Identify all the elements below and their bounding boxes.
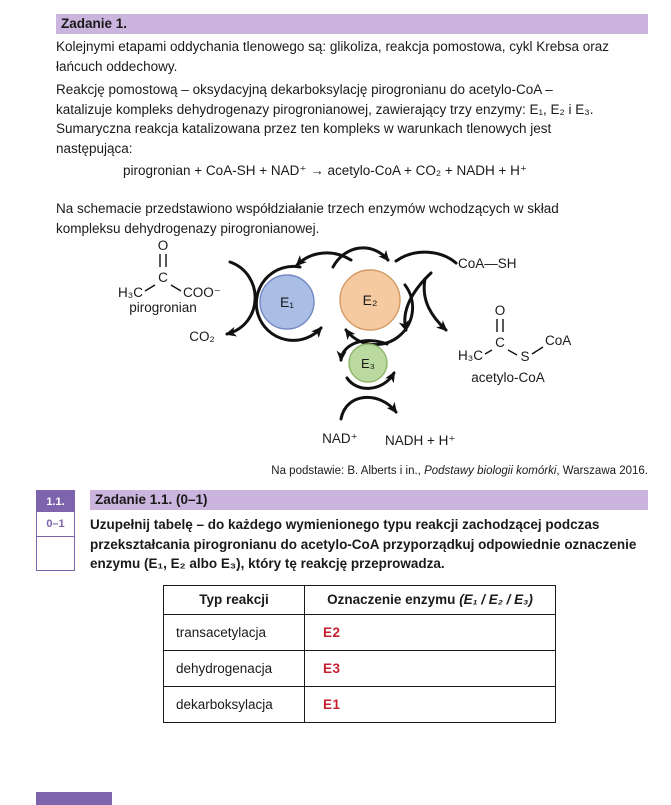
acetyl-name-label: acetylo-CoA: [471, 370, 545, 385]
reaction-arrows: [225, 246, 458, 421]
coa-sh-label: CoA—SH: [458, 256, 517, 271]
column-header-reaction-type: Typ reakcji: [163, 585, 305, 615]
enzyme-e3-label: E₃: [361, 356, 375, 371]
table-header-row: Typ reakcji Oznaczenie enzymu (E₁ / E₂ /…: [163, 585, 556, 615]
text-line: Na schemacie przedstawiono współdziałani…: [56, 201, 559, 216]
enzyme-header-options: (E₁ / E₂ / E₃): [459, 592, 533, 608]
score-entry-box: [36, 537, 75, 571]
acetyl-coa-label: CoA: [545, 333, 571, 348]
arrow-e3-ring-left: [336, 339, 389, 362]
column-header-enzyme: Oznaczenie enzymu (E₁ / E₂ / E₃): [304, 585, 556, 615]
acetyl-c-label: C: [495, 335, 505, 350]
enzyme-answer-cell[interactable]: E2: [304, 614, 556, 651]
pyruvate-name-label: pirogronian: [129, 300, 197, 315]
citation-prefix: Na podstawie: B. Alberts i in.,: [271, 465, 425, 477]
table-row: dekarboksylacja E1: [163, 686, 556, 723]
co2-label: CO₂: [189, 329, 215, 344]
answer-table: Typ reakcji Oznaczenie enzymu (E₁ / E₂ /…: [163, 585, 556, 723]
task-number-tab: 1.1.: [36, 490, 75, 512]
enzyme-e3-circle: [348, 343, 388, 383]
arrow-to-acetyl-coa: [422, 277, 448, 332]
text-line: Sumaryczna reakcja katalizowana przez te…: [56, 121, 552, 136]
pyruvate-coo-label: COO⁻: [183, 285, 221, 300]
text-line: katalizuje kompleks dehydrogenazy pirogr…: [56, 101, 594, 117]
enzyme-complex-diagram: O C H₃C COO⁻ pirogronian CO₂ CoA—SH O C …: [0, 238, 671, 476]
enzyme-header-text: Oznaczenie enzymu: [327, 592, 460, 608]
enzyme-answer-cell[interactable]: E3: [304, 650, 556, 687]
task1-paragraph-1: Kolejnymi etapami oddychania tlenowego s…: [56, 37, 609, 76]
acetyl-s-label: S: [520, 349, 529, 364]
text-line: enzymu (E₁, E₂ albo E₃), który tę reakcj…: [90, 556, 445, 571]
citation-suffix: , Warszawa 2016.: [556, 465, 648, 477]
acetyl-coa-structure: O C H₃C S CoA acetylo-CoA: [458, 303, 571, 385]
nad-label: NAD⁺: [322, 431, 358, 446]
task1-paragraph-2: Reakcję pomostową – oksydacyjną dekarbok…: [56, 80, 594, 158]
arrow-pyruvate-to-co2: [225, 260, 257, 337]
next-task-tab-sliver: [36, 792, 112, 805]
acetyl-o-label: O: [495, 303, 506, 318]
arrow-nad-to-nadh: [339, 396, 398, 421]
pyruvate-h3c-label: H₃C: [118, 285, 143, 300]
task11-sidebar: 1.1. 0–1: [36, 490, 75, 571]
pyruvate-structure: O C H₃C COO⁻ pirogronian: [118, 238, 221, 315]
arrow-over-e2: [331, 246, 390, 269]
pyruvate-o-label: O: [158, 240, 169, 253]
citation-title: Podstawy biologii komórki: [424, 465, 557, 477]
reaction-type-cell: transacetylacja: [163, 614, 305, 651]
task11-header-bar: Zadanie 1.1. (0–1): [90, 490, 648, 510]
arrow-to-coa-sh: [394, 250, 458, 265]
text-line: Uzupełnij tabelę – do każdego wymienione…: [90, 517, 600, 532]
arrow-e1-ring: [254, 264, 323, 342]
text-line: przekształcania pirogronianu do acetylo-…: [90, 536, 637, 552]
nadh-label: NADH + H⁺: [385, 433, 456, 448]
task1-header-bar: Zadanie 1.: [56, 14, 648, 34]
task11-instruction: Uzupełnij tabelę – do każdego wymienione…: [90, 515, 636, 574]
source-citation: Na podstawie: B. Alberts i in., Podstawy…: [271, 464, 648, 478]
table-row: dehydrogenacja E3: [163, 650, 556, 687]
reaction-type-cell: dekarboksylacja: [163, 686, 305, 723]
score-range-box: 0–1: [36, 512, 75, 537]
diagram-svg: O C H₃C COO⁻ pirogronian CO₂ CoA—SH O C …: [118, 238, 571, 448]
reaction-type-cell: dehydrogenacja: [163, 650, 305, 687]
text-line: Reakcję pomostową – oksydacyjną dekarbok…: [56, 82, 553, 97]
task1-paragraph-3: Na schemacie przedstawiono współdziałani…: [56, 199, 559, 238]
enzyme-e2-circle: [339, 269, 401, 331]
arrow-into-e1: [295, 251, 353, 267]
text-line: Kolejnymi etapami oddychania tlenowego s…: [56, 39, 610, 54]
table-row: transacetylacja E2: [163, 614, 556, 651]
acetyl-h3c-label: H₃C: [458, 348, 483, 363]
arrow-e3-ring-right: [345, 371, 396, 390]
enzyme-answer-cell[interactable]: E1: [304, 686, 556, 723]
pyruvate-c-label: C: [158, 270, 168, 285]
text-line: łańcuch oddechowy.: [56, 58, 178, 74]
text-line: kompleksu dehydrogenazy pirogronianowej.: [56, 220, 320, 236]
reaction-equation: pirogronian + CoA-SH + NAD⁺ → acetylo-Co…: [123, 163, 528, 178]
text-line: następująca:: [56, 140, 133, 156]
enzyme-e1-label: E₁: [280, 294, 294, 310]
enzyme-e2-label: E₂: [363, 292, 378, 308]
enzyme-e1-circle: [259, 274, 315, 330]
